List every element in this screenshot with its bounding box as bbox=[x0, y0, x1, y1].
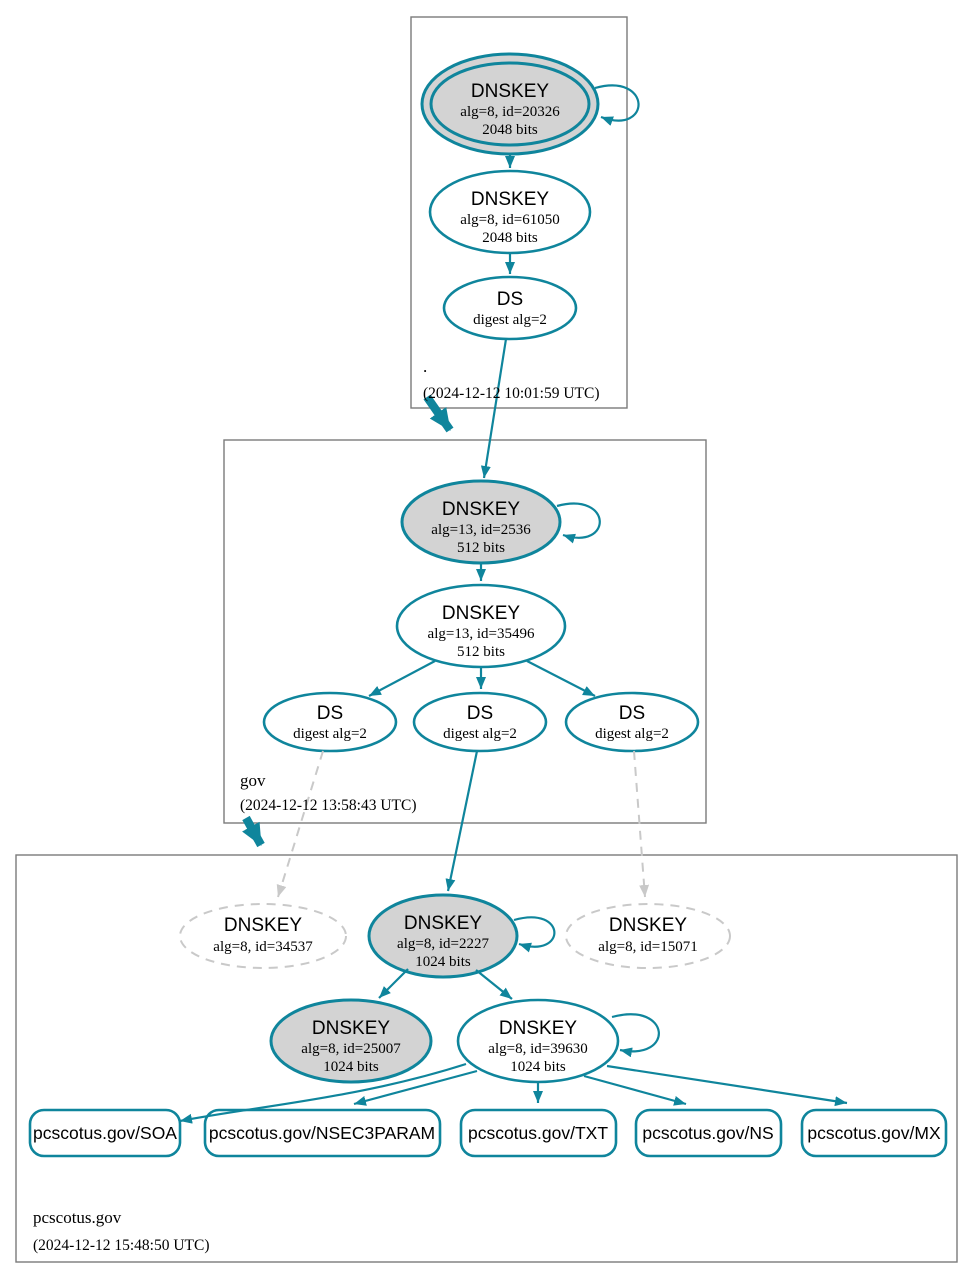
node-pcs-ksk-2227[interactable]: DNSKEY alg=8, id=2227 1024 bits bbox=[367, 893, 519, 979]
node-pcs-ksk-2227-detail: alg=8, id=2227 bbox=[397, 936, 489, 952]
node-gov-zsk[interactable]: DNSKEY alg=13, id=35496 512 bits bbox=[395, 583, 567, 669]
node-gov-ds-mid-title: DS bbox=[467, 703, 493, 724]
zone-timestamp-gov: (2024-12-12 13:58:43 UTC) bbox=[240, 797, 417, 814]
edge-pcs-zsk-to-soa bbox=[179, 1062, 467, 1124]
rrset-nsec3param-label: pcscotus.gov/NSEC3PARAM bbox=[209, 1123, 435, 1143]
node-pcs-zsk-39630-title: DNSKEY bbox=[499, 1018, 577, 1039]
node-pcs-dnskey-25007-detail: alg=8, id=25007 bbox=[301, 1041, 401, 1057]
zone-timestamp-root: (2024-12-12 10:01:59 UTC) bbox=[423, 385, 600, 402]
node-gov-ksk[interactable]: DNSKEY alg=13, id=2536 512 bits bbox=[400, 479, 562, 565]
node-pcs-dnskey-25007-title: DNSKEY bbox=[312, 1018, 390, 1039]
edge-gov-zsk-to-ds-left bbox=[368, 660, 436, 697]
edge-pcs-zsk-to-nsec3param bbox=[353, 1069, 478, 1106]
edge-gov-ds-right-to-dnskey-15071 bbox=[633, 750, 650, 898]
node-pcs-zsk-39630-bits: 1024 bits bbox=[510, 1059, 566, 1075]
rrset-txt-label: pcscotus.gov/TXT bbox=[468, 1123, 608, 1143]
node-pcs-dnskey-15071[interactable]: DNSKEY alg=8, id=15071 bbox=[565, 903, 731, 969]
edge-gov-zsk-to-ds-right bbox=[526, 660, 596, 697]
rrset-nsec3param[interactable]: pcscotus.gov/NSEC3PARAM bbox=[203, 1108, 442, 1158]
node-gov-ksk-detail: alg=13, id=2536 bbox=[431, 522, 531, 538]
node-root-zsk-bits: 2048 bits bbox=[482, 230, 538, 246]
rrset-ns-label: pcscotus.gov/NS bbox=[642, 1123, 773, 1143]
node-root-ksk-detail: alg=8, id=20326 bbox=[460, 104, 560, 120]
node-pcs-dnskey-25007[interactable]: DNSKEY alg=8, id=25007 1024 bits bbox=[269, 998, 433, 1084]
node-pcs-dnskey-34537-title: DNSKEY bbox=[224, 915, 302, 936]
zone-timestamp-pcscotus: (2024-12-12 15:48:50 UTC) bbox=[33, 1237, 210, 1254]
edge-gov-ksk-selfsign bbox=[556, 502, 601, 544]
edge-pcs-zsk-to-ns bbox=[583, 1074, 687, 1106]
rrset-ns[interactable]: pcscotus.gov/NS bbox=[634, 1108, 783, 1158]
node-gov-ds-right-title: DS bbox=[619, 703, 645, 724]
node-root-zsk[interactable]: DNSKEY alg=8, id=61050 2048 bits bbox=[428, 169, 592, 255]
edge-pcs-zsk-selfsign bbox=[611, 1013, 660, 1058]
edge-gov-delegation-arrow bbox=[242, 815, 265, 848]
node-root-zsk-detail: alg=8, id=61050 bbox=[460, 212, 559, 228]
node-pcs-zsk-39630[interactable]: DNSKEY alg=8, id=39630 1024 bits bbox=[456, 998, 620, 1084]
zone-label-pcscotus: pcscotus.gov bbox=[33, 1208, 122, 1227]
node-root-ds-title: DS bbox=[497, 289, 523, 310]
node-pcs-dnskey-34537[interactable]: DNSKEY alg=8, id=34537 bbox=[179, 903, 347, 969]
node-pcs-ksk-2227-title: DNSKEY bbox=[404, 913, 482, 934]
rrset-mx-label: pcscotus.gov/MX bbox=[807, 1123, 941, 1143]
node-gov-ksk-bits: 512 bits bbox=[457, 540, 505, 556]
edge-gov-ds-mid-to-dnskey-2227 bbox=[445, 750, 479, 892]
rrset-soa-label: pcscotus.gov/SOA bbox=[33, 1123, 177, 1143]
node-gov-zsk-detail: alg=13, id=35496 bbox=[428, 626, 535, 642]
node-root-ksk[interactable]: DNSKEY alg=8, id=20326 2048 bits bbox=[420, 52, 600, 156]
node-root-zsk-title: DNSKEY bbox=[471, 189, 549, 210]
edge-root-delegation-arrow bbox=[423, 394, 454, 433]
node-gov-ds-left[interactable]: DS digest alg=2 bbox=[262, 691, 398, 753]
zone-label-gov: gov bbox=[240, 771, 266, 790]
node-gov-ds-right[interactable]: DS digest alg=2 bbox=[564, 691, 700, 753]
node-gov-ds-right-detail: digest alg=2 bbox=[595, 726, 669, 742]
rrset-mx[interactable]: pcscotus.gov/MX bbox=[800, 1108, 948, 1158]
edge-root-ksk-selfsign bbox=[594, 84, 640, 126]
node-gov-ds-left-detail: digest alg=2 bbox=[293, 726, 367, 742]
node-pcs-dnskey-15071-detail: alg=8, id=15071 bbox=[598, 939, 697, 955]
node-pcs-zsk-39630-detail: alg=8, id=39630 bbox=[488, 1041, 587, 1057]
node-root-ksk-bits: 2048 bits bbox=[482, 122, 538, 138]
node-pcs-ksk-2227-bits: 1024 bits bbox=[415, 954, 471, 970]
node-gov-zsk-bits: 512 bits bbox=[457, 644, 505, 660]
zone-label-root: . bbox=[423, 357, 427, 376]
node-pcs-dnskey-15071-title: DNSKEY bbox=[609, 915, 687, 936]
edge-pcs-zsk-to-mx bbox=[606, 1064, 848, 1107]
node-pcs-dnskey-34537-detail: alg=8, id=34537 bbox=[213, 939, 313, 955]
edge-pcs-ksk-selfsign bbox=[513, 916, 556, 953]
edge-pcs-ksk-to-dnskey-25007 bbox=[378, 968, 409, 999]
rrset-txt[interactable]: pcscotus.gov/TXT bbox=[459, 1108, 618, 1158]
node-gov-ds-mid[interactable]: DS digest alg=2 bbox=[412, 691, 548, 753]
edge-pcs-ksk-to-zsk-39630 bbox=[475, 969, 513, 1000]
node-root-ds-detail: digest alg=2 bbox=[473, 312, 547, 328]
node-root-ds[interactable]: DS digest alg=2 bbox=[442, 275, 578, 341]
node-root-ksk-title: DNSKEY bbox=[471, 81, 549, 102]
rrset-soa[interactable]: pcscotus.gov/SOA bbox=[28, 1108, 182, 1158]
node-gov-ksk-title: DNSKEY bbox=[442, 499, 520, 520]
edge-root-ds-to-gov-ksk bbox=[480, 338, 508, 479]
node-gov-zsk-title: DNSKEY bbox=[442, 603, 520, 624]
node-pcs-dnskey-25007-bits: 1024 bits bbox=[323, 1059, 379, 1075]
node-gov-ds-left-title: DS bbox=[317, 703, 343, 724]
node-gov-ds-mid-detail: digest alg=2 bbox=[443, 726, 517, 742]
